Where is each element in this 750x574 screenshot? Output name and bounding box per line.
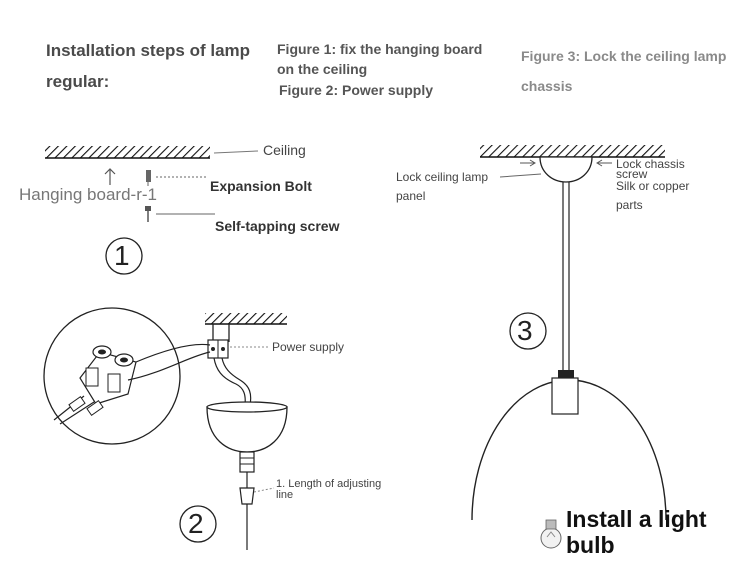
- adjusting-line-leader: [253, 487, 275, 493]
- lock-panel-label-line1: Lock ceiling lamp: [396, 170, 489, 184]
- page-title-line1: Installation steps of lamp: [46, 41, 251, 60]
- figure2-caption: Figure 2: Power supply: [279, 82, 434, 98]
- inset-terminal-block-icon: [53, 343, 211, 425]
- terminal-block-icon: [207, 339, 229, 359]
- silk-copper-label-line1: Silk or copper: [616, 179, 690, 193]
- figure3-caption-line1: Figure 3: Lock the ceiling lamp: [521, 48, 727, 64]
- lamp-socket: [551, 377, 579, 415]
- lock-chassis-label-line1: Lock chassis: [616, 157, 685, 171]
- power-wires: [213, 357, 252, 406]
- step1-ceiling-hatch: [45, 146, 210, 159]
- self-tapping-screw-label: Self-tapping screw: [215, 218, 340, 234]
- figure1-caption-line1: Figure 1: fix the hanging board: [277, 41, 483, 57]
- step3-number-circle: [509, 312, 547, 350]
- light-bulb-icon: [540, 519, 562, 549]
- expansion-bolt-label: Expansion Bolt: [210, 178, 312, 194]
- silk-copper-label-line2: parts: [616, 198, 643, 212]
- adjusting-line-label-line1: 1. Length of adjusting: [276, 478, 382, 490]
- cord-grip-icon: [239, 451, 255, 550]
- figure1-caption-line2: on the ceiling: [277, 61, 368, 77]
- hanging-board-label: Hanging board-r-1: [19, 185, 157, 204]
- lock-panel-leader: [499, 173, 542, 178]
- lock-panel-label-line2: panel: [396, 189, 426, 203]
- step2-number: 2: [188, 508, 204, 539]
- install-bulb-label-line1: Install a light: [566, 506, 707, 532]
- step3-ceiling-hatch: [480, 145, 665, 158]
- ceiling-canopy: [539, 156, 593, 183]
- adjusting-line-label-line2: line: [276, 489, 294, 501]
- step2-number-circle: [179, 505, 217, 543]
- pendant-rod: [558, 182, 574, 378]
- ceiling-leader: [213, 150, 259, 154]
- step3-number: 3: [517, 315, 533, 346]
- hanging-board-icon: [104, 168, 116, 185]
- step2-ceiling-hatch: [205, 313, 287, 325]
- step1-number-circle: [105, 237, 143, 275]
- figure3-caption-line2: chassis: [521, 78, 573, 94]
- lock-chassis-label-line2: screw: [616, 167, 648, 181]
- canopy-bowl: [206, 401, 288, 453]
- ceiling-label: Ceiling: [263, 142, 306, 158]
- self-tapping-screw-icon: [145, 206, 151, 222]
- ceiling-bracket: [212, 324, 230, 342]
- page-title-line2: regular:: [46, 72, 110, 91]
- chassis-screw-arrows: [520, 159, 612, 167]
- install-bulb-label-line2: bulb: [566, 532, 615, 558]
- power-supply-label: Power supply: [272, 340, 345, 354]
- step1-number: 1: [114, 240, 130, 271]
- expansion-bolt-icon: [146, 170, 151, 186]
